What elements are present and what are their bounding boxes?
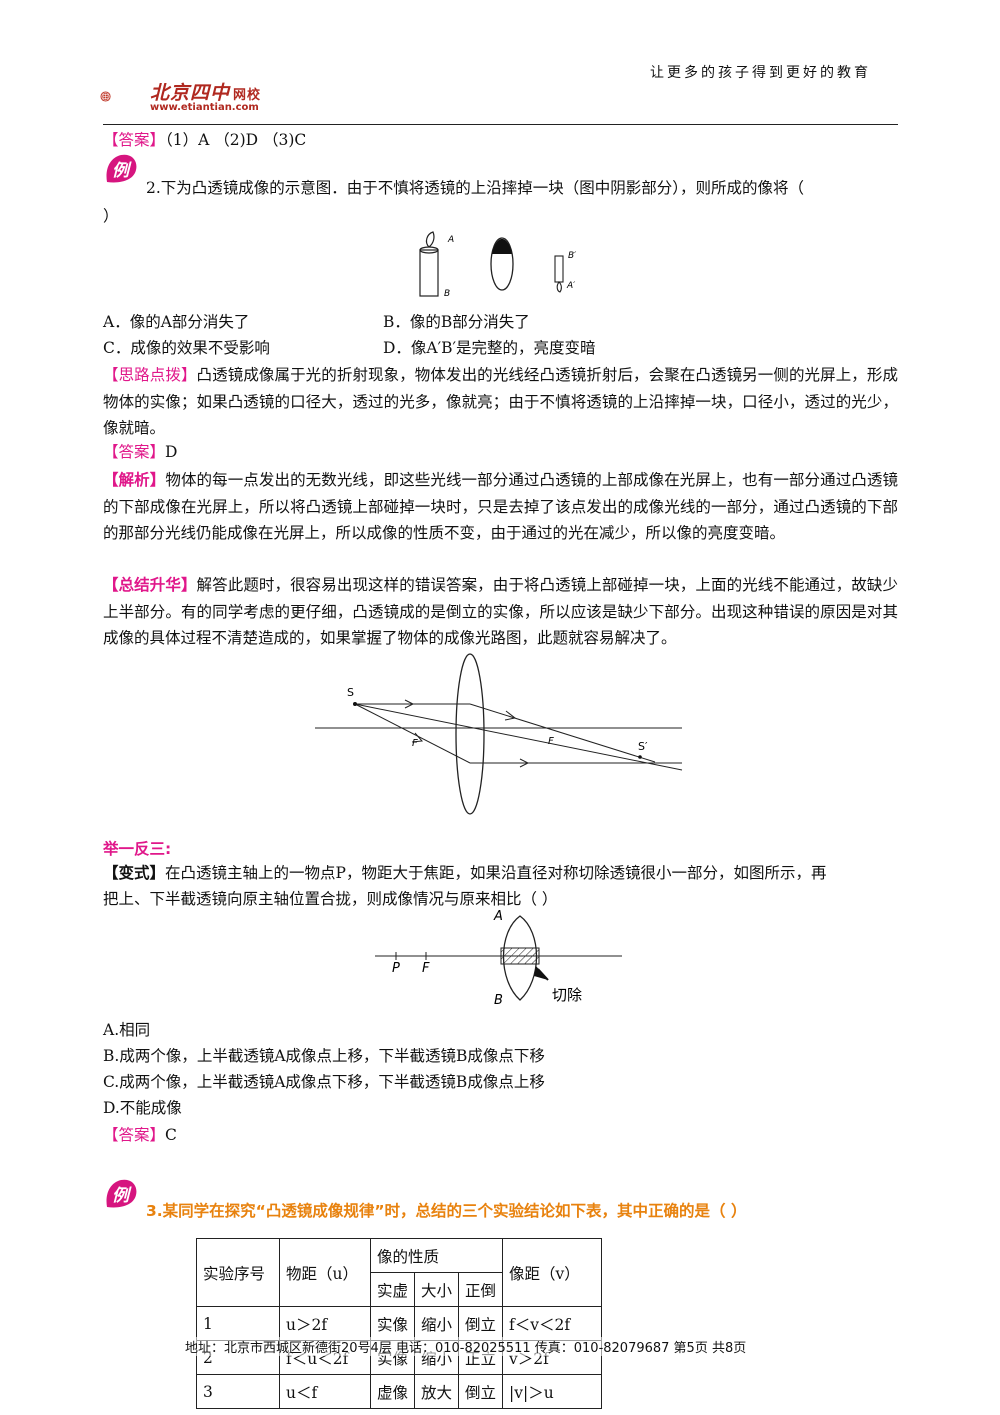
convex-lens bbox=[455, 653, 485, 815]
q2-option-c: C．成像的效果不受影响 bbox=[103, 339, 270, 357]
variant-option-a: A.相同 bbox=[103, 1021, 151, 1039]
variant-stem-line1: 【变式】在凸透镜主轴上的一物点P，物距大于焦距，如果沿直径对称切除透镜很小一部分… bbox=[103, 862, 826, 884]
cell: 缩小 bbox=[414, 1306, 460, 1341]
ray-arrows bbox=[404, 699, 530, 768]
table-row: 1 u＞2f 实像 缩小 倒立 f＜v＜2f bbox=[196, 1306, 603, 1341]
th-size: 大小 bbox=[414, 1272, 460, 1307]
summary-tag: 【总结升华】 bbox=[103, 575, 197, 594]
lens-outline bbox=[502, 915, 538, 1001]
table-row: 3 u＜f 虚像 放大 倒立 |v|＞u bbox=[196, 1374, 603, 1409]
answer-tag: 【答案】 bbox=[103, 443, 166, 461]
ray-diagram: S F F S′ bbox=[315, 653, 683, 815]
analysis-text: 物体的每一点发出的无数光线，即这些光线一部分通过凸透镜的上部成像在光屏上，也有一… bbox=[103, 471, 898, 542]
cell: u＞2f bbox=[279, 1306, 371, 1341]
prev-answer-line: 【答案】（1）A （2)D （3)C bbox=[103, 129, 306, 151]
cell: 1 bbox=[196, 1306, 280, 1341]
variant-option-d: D.不能成像 bbox=[103, 1099, 182, 1117]
label-b-prime: B′ bbox=[568, 251, 576, 261]
logo-suffix-text: 网校 bbox=[233, 88, 262, 103]
answer-text: C bbox=[165, 1126, 177, 1144]
cell: 放大 bbox=[414, 1374, 460, 1409]
answer-text: D bbox=[165, 443, 178, 461]
cell: 实像 bbox=[369, 1306, 416, 1341]
label-a: A bbox=[447, 235, 454, 245]
label-p: P bbox=[392, 961, 400, 976]
header-divider bbox=[103, 124, 898, 125]
th-nature: 像的性质 bbox=[369, 1238, 504, 1273]
example-badge-icon: 例 bbox=[106, 154, 137, 183]
q3-stem: 3.某同学在探究“凸透镜成像规律”时，总结的三个实验结论如下表，其中正确的是（ … bbox=[146, 1202, 747, 1220]
label-b: B bbox=[494, 993, 503, 1008]
cell: u＜f bbox=[279, 1374, 371, 1409]
label-s: S bbox=[347, 686, 354, 699]
image-inverted bbox=[554, 255, 564, 293]
variant-option-b: B.成两个像，上半截透镜A成像点上移，下半截透镜B成像点下移 bbox=[103, 1047, 545, 1065]
analysis-tag: 【解析】 bbox=[103, 470, 166, 489]
hint-tag: 【思路点拨】 bbox=[103, 366, 197, 384]
badge-text: 例 bbox=[112, 1186, 132, 1206]
header-slogan: 让更多的孩子得到更好的教育 bbox=[650, 65, 871, 81]
q2-hint: 【思路点拨】凸透镜成像属于光的折射现象，物体发出的光线经凸透镜折射后，会聚在凸透… bbox=[103, 362, 898, 442]
label-f: F bbox=[422, 961, 430, 976]
th-u: 物距（u） bbox=[279, 1238, 371, 1307]
cut-region bbox=[500, 947, 540, 965]
cell: 倒立 bbox=[458, 1306, 504, 1341]
school-logo-icon bbox=[100, 91, 111, 102]
q2-stem-line2: ） bbox=[103, 207, 119, 225]
q2-analysis: 【解析】物体的每一点发出的无数光线，即这些光线一部分通过凸透镜的上部成像在光屏上… bbox=[103, 467, 898, 547]
th-no: 实验序号 bbox=[196, 1238, 280, 1307]
q2-option-d: D．像A′B′是完整的，亮度变暗 bbox=[383, 339, 596, 357]
logo-url: www.etiantian.com bbox=[150, 102, 259, 113]
q2-stem-line1: 2.下为凸透镜成像的示意图．由于不慎将透镜的上沿摔掉一块（图中阴影部分），则所成… bbox=[146, 179, 805, 197]
label-a: A bbox=[493, 909, 503, 924]
label-cut: 切除 bbox=[552, 986, 582, 1004]
q2-option-a: A．像的A部分消失了 bbox=[103, 313, 250, 331]
variant-heading: 举一反三: bbox=[103, 840, 172, 858]
experiment-table: 实验序号 物距（u） 像的性质 像距（v） 实虚 大小 正倒 1 u＞2f 实像… bbox=[196, 1238, 603, 1409]
q2-answer: 【答案】D bbox=[103, 441, 177, 463]
cut-lens-figure: P F A B 切除 bbox=[375, 909, 622, 1008]
answer-tag: 【答案】 bbox=[103, 1126, 166, 1144]
cell: 3 bbox=[196, 1374, 280, 1409]
q2-figure: A B B′ A′ bbox=[419, 231, 576, 299]
label-b: B bbox=[444, 289, 450, 299]
summary-text: 解答此题时，很容易出现这样的错误答案，由于将凸透镜上部碰掉一块，上面的光线不能通… bbox=[103, 576, 898, 647]
variant-answer: 【答案】C bbox=[103, 1124, 177, 1146]
label-f-right: F bbox=[548, 736, 554, 747]
variant-stem-text: 在凸透镜主轴上的一物点P，物距大于焦距，如果沿直径对称切除透镜很小一部分，如图所… bbox=[165, 864, 827, 882]
page-footer: 地址：北京市西城区新德街20号4层 电话：010-82025511 传真：010… bbox=[185, 1337, 747, 1356]
th-real: 实虚 bbox=[369, 1272, 416, 1307]
logo-name: 北京四中网校 bbox=[150, 78, 261, 105]
q2-summary: 【总结升华】解答此题时，很容易出现这样的错误答案，由于将凸透镜上部碰掉一块，上面… bbox=[103, 572, 898, 652]
label-a-prime: A′ bbox=[566, 281, 575, 291]
candle-object bbox=[419, 231, 439, 297]
badge-text: 例 bbox=[112, 161, 132, 181]
answer-text: （1）A （2)D （3)C bbox=[165, 131, 307, 149]
answer-tag: 【答案】 bbox=[103, 131, 166, 149]
variant-option-c: C.成两个像，上半截透镜A成像点下移，下半截透镜B成像点上移 bbox=[103, 1073, 545, 1091]
logo-main-text: 北京四中 bbox=[150, 82, 231, 104]
th-v: 像距（v） bbox=[502, 1238, 603, 1307]
light-rays bbox=[354, 703, 683, 771]
th-orient: 正倒 bbox=[458, 1272, 504, 1307]
label-s-prime: S′ bbox=[638, 740, 648, 753]
broken-lens bbox=[490, 237, 514, 291]
variant-stem-line2: 把上、下半截透镜向原主轴位置合拢，则成像情况与原来相比（ ） bbox=[103, 890, 558, 908]
hint-text: 凸透镜成像属于光的折射现象，物体发出的光线经凸透镜折射后，会聚在凸透镜另一侧的光… bbox=[103, 366, 898, 437]
cell: 虚像 bbox=[369, 1374, 416, 1409]
variant-tag: 【变式】 bbox=[103, 863, 166, 882]
cell: |v|＞u bbox=[502, 1374, 603, 1409]
cell: 倒立 bbox=[458, 1374, 504, 1409]
example-badge-icon: 例 bbox=[106, 1179, 137, 1208]
cell: f＜v＜2f bbox=[502, 1306, 603, 1341]
label-f-left: F bbox=[412, 738, 418, 749]
q2-option-b: B．像的B部分消失了 bbox=[383, 313, 530, 331]
